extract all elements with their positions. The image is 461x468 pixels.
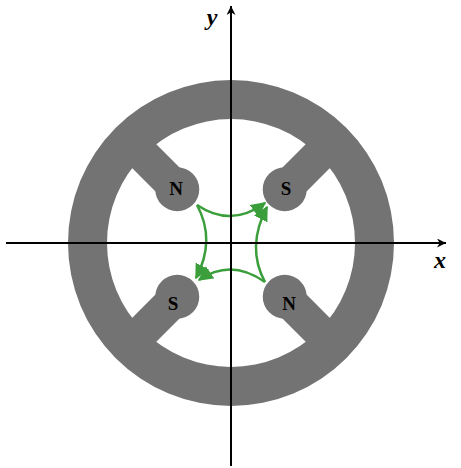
pole-label: S	[168, 294, 179, 313]
pole-piece	[119, 131, 208, 220]
pole-label: S	[281, 179, 292, 198]
axes	[6, 6, 446, 466]
pole-label: N	[282, 294, 296, 313]
pole-piece	[254, 266, 343, 355]
field-line	[196, 205, 206, 278]
x-axis	[6, 242, 446, 244]
axis-label: y	[207, 5, 218, 29]
pole-piece	[119, 266, 208, 355]
pole-label: N	[169, 179, 183, 198]
y-axis	[230, 6, 232, 466]
axis-label: x	[434, 248, 446, 272]
field-line	[256, 207, 267, 282]
